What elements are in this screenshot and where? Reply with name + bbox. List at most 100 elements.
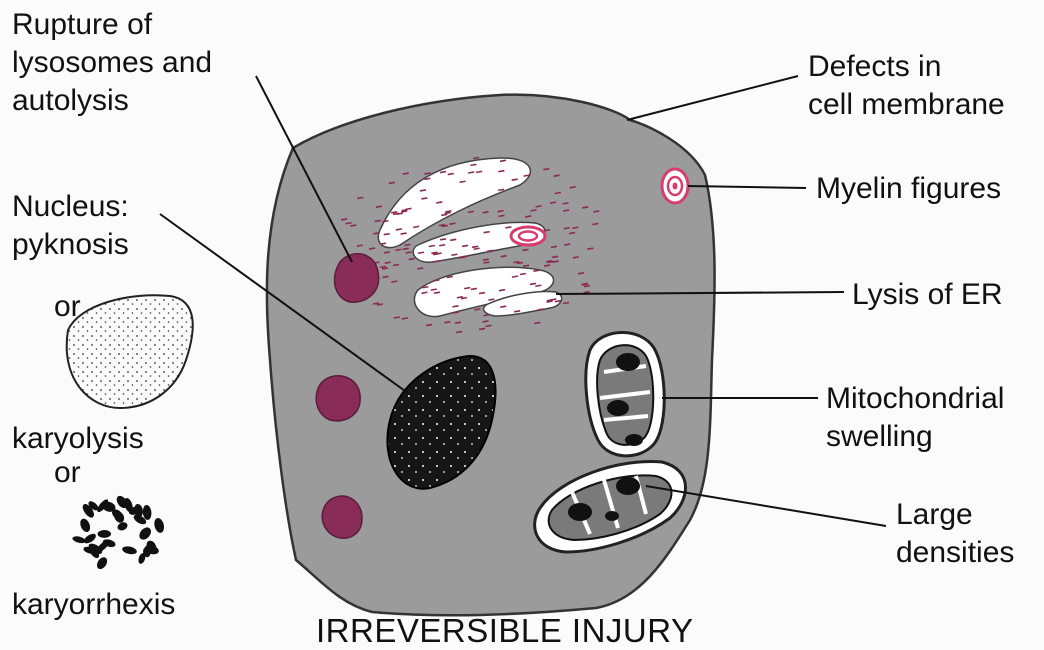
ribosome-dash [448, 174, 454, 175]
ribosome-dash [413, 226, 419, 227]
ribosome-dash [555, 301, 561, 302]
ribosome-dash [357, 197, 363, 198]
ribosome-dash [563, 303, 569, 304]
ribosome-dash [394, 317, 400, 318]
karyolysis-nucleus [67, 295, 193, 408]
ribosome-dash [403, 173, 409, 174]
ribosome-dash [505, 227, 511, 228]
ribosome-dash [498, 189, 504, 190]
label-or-1: or [54, 288, 81, 326]
ribosome-dash [357, 245, 363, 246]
ribosome-dash [584, 286, 590, 287]
ribosome-dash [584, 292, 590, 293]
ribosome-dash [440, 172, 446, 173]
ribosome-dash [389, 182, 395, 183]
ribosome-dash [444, 322, 450, 323]
ribosome-dash [483, 259, 489, 260]
ribosome-dash [346, 223, 352, 224]
ribosome-dash [479, 293, 485, 294]
ribosome-dash [382, 268, 388, 269]
ribosome-dash [396, 229, 402, 230]
ribosome-dash [570, 187, 576, 188]
chromatin-fragment [78, 517, 92, 533]
myelin-figure-er [511, 227, 545, 245]
myelin-figure-membrane [662, 169, 688, 203]
ribosome-dash [531, 210, 537, 211]
ribosome-dash [426, 325, 432, 326]
ribosome-dash [535, 285, 541, 286]
ribosome-dash [520, 273, 526, 274]
ribosome-dash [483, 212, 489, 213]
ribosome-dash [564, 244, 570, 245]
ribosome-dash [513, 262, 519, 263]
ribosome-dash [593, 211, 599, 212]
ribosome-dash [385, 262, 391, 263]
ribosome-dash [538, 309, 544, 310]
ribosome-dash [393, 264, 399, 265]
ribosome-dash [450, 239, 456, 240]
ribosome-dash [375, 220, 381, 221]
ribosome-dash [523, 265, 529, 266]
ribosome-dash [433, 280, 439, 281]
ribosome-dash [562, 203, 568, 204]
ribosome-dash [555, 193, 561, 194]
ribosome-dash [425, 173, 431, 174]
ribosome-dash [462, 245, 468, 246]
ribosome-dash [341, 219, 347, 220]
chromatin-fragment [72, 535, 87, 544]
ribosome-dash [484, 232, 490, 233]
ribosome-dash [391, 281, 397, 282]
ribosome-dash [543, 169, 549, 170]
ribosome-dash [587, 248, 593, 249]
ribosome-dash [421, 292, 427, 293]
ribosome-dash [533, 270, 539, 271]
ribosome-dash [552, 256, 558, 257]
ribosome-dash [573, 257, 579, 258]
ribosome-dash [440, 239, 446, 240]
ribosome-dash [483, 315, 489, 316]
ribosome-dash [525, 216, 531, 217]
ribosome-dash [445, 211, 451, 212]
ribosome-dash [569, 233, 575, 234]
ribosome-dash [405, 244, 411, 245]
ribosome-dash [456, 332, 462, 333]
ribosome-dash [500, 160, 506, 161]
label-karyolysis: karyolysis [12, 420, 144, 458]
ribosome-dash [421, 198, 427, 199]
ribosome-dash [453, 312, 459, 313]
ribosome-dash [434, 292, 440, 293]
ribosome-dash [500, 306, 506, 307]
label-mito: Mitochondrial swelling [826, 380, 1004, 456]
ribosome-dash [474, 309, 480, 310]
chromatin-fragment [121, 545, 137, 555]
ribosome-dash [402, 318, 408, 319]
ribosome-dash [554, 175, 560, 176]
ribosome-dash [382, 276, 388, 277]
label-nucleus: Nucleus: pyknosis [12, 188, 129, 264]
ribosome-dash [512, 276, 518, 277]
ribosome-dash [380, 243, 386, 244]
ribosome-dash [578, 273, 584, 274]
ribosome-dash [530, 283, 536, 284]
ribosome-dash [476, 171, 482, 172]
ribosome-dash [395, 249, 401, 250]
ribosome-dash [524, 175, 530, 176]
ribosome-dash [380, 266, 386, 267]
ribosome-dash [459, 257, 465, 258]
ribosome-dash [451, 254, 457, 255]
ribosome-dash [546, 261, 552, 262]
ribosome-dash [536, 206, 542, 207]
ribosome-dash [424, 178, 430, 179]
ribosome-dash [403, 248, 409, 249]
ribosome-dash [401, 211, 407, 212]
ribosome-dash [479, 328, 485, 329]
ribosome-dash [373, 303, 379, 304]
ribosome-dash [439, 225, 445, 226]
ribosome-dash [582, 207, 588, 208]
ribosome-dash [472, 246, 478, 247]
ribosome-dash [429, 245, 435, 246]
label-defects: Defects in cell membrane [808, 48, 1005, 124]
ribosome-dash [512, 179, 518, 180]
ribosome-dash [544, 265, 550, 266]
ribosome-dash [376, 206, 382, 207]
